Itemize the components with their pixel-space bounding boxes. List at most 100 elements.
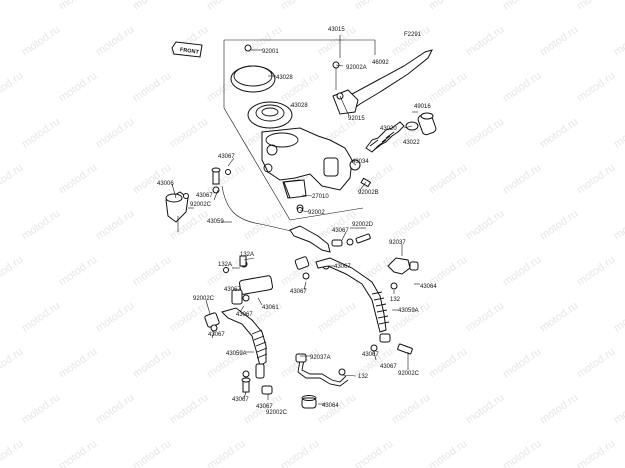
label-43064-bottom: 43064 (322, 403, 339, 409)
label-43067-bottom: 43067 (232, 397, 249, 403)
label-49016: 49016 (414, 104, 431, 110)
watermark-text: motod.ru (538, 24, 580, 59)
watermark-text: motod.ru (316, 300, 358, 335)
brake-switch (283, 179, 307, 213)
label-43015: 43015 (328, 27, 345, 33)
watermark-text: motod.ru (57, 0, 99, 12)
reservoir-cap (230, 44, 276, 93)
watermark-text: motod.ru (94, 116, 136, 151)
label-43067-joint-right: 43067 (334, 264, 351, 270)
label-92015: 92015 (348, 116, 365, 122)
label-43059A-right: 43059A (398, 308, 419, 314)
watermark-text: motod.ru (242, 208, 284, 243)
watermark-text: motod.ru (427, 346, 469, 381)
watermark-text: motod.ru (20, 24, 62, 59)
part-labels: 43015 92001 43028 43028 92002A 46092 920… (157, 27, 437, 416)
label-43067-top: 43067 (218, 154, 235, 160)
watermark-text: motod.ru (20, 208, 62, 243)
watermark-text: motod.ru (575, 0, 617, 12)
watermark-text: motod.ru (0, 254, 25, 289)
watermark-text: motod.ru (538, 208, 580, 243)
watermark-text: motod.ru (390, 300, 432, 335)
watermark-text: motod.ru (427, 162, 469, 197)
watermark-text: motod.ru (575, 438, 617, 468)
label-43067-lower-left: 43067 (236, 312, 253, 318)
label-43067-bottom-2: 43067 (256, 404, 273, 410)
front-arrow-icon: FRONT (171, 41, 203, 58)
watermark-text: motod.ru (205, 0, 247, 12)
watermark-text: motod.ru (94, 392, 136, 427)
watermark-text: motod.ru (57, 438, 99, 468)
label-43028-diaphragm: 43028 (291, 103, 308, 109)
label-43067-reservoir: 43067 (196, 193, 213, 199)
watermark-text: motod.ru (20, 392, 62, 427)
master-cylinder-body (261, 127, 353, 212)
reservoir-43006 (165, 191, 189, 232)
watermark-text: motod.ru (279, 0, 321, 12)
label-27010: 27010 (312, 194, 329, 200)
watermark-text: motod.ru (131, 438, 173, 468)
watermark-text: motod.ru (279, 346, 321, 381)
watermark-text: motod.ru (538, 392, 580, 427)
label-43020: 43020 (380, 126, 397, 132)
label-43067-right-bottom: 43067 (380, 364, 397, 370)
label-92001: 92001 (262, 49, 279, 55)
label-43059: 43059 (207, 219, 224, 225)
assembly-outline (223, 35, 376, 221)
watermark-text: motod.ru (57, 162, 99, 197)
label-43067-upper: 43067 (332, 228, 349, 234)
watermark-text: motod.ru (501, 70, 543, 105)
watermark-text: motod.ru (464, 24, 506, 59)
label-92002D: 92002D (352, 222, 374, 228)
watermark-text: motod.ru (316, 392, 358, 427)
watermark-text: motod.ru (0, 0, 25, 12)
watermark-text: motod.ru (353, 254, 395, 289)
diaphragm (247, 101, 293, 129)
watermark-text: motod.ru (20, 116, 62, 151)
label-92002A: 92002A (346, 65, 367, 71)
watermark-text: motod.ru (501, 254, 543, 289)
label-132A-top: 132A (240, 252, 254, 258)
piston-kit (349, 112, 437, 171)
watermark-text: motod.ru (575, 254, 617, 289)
label-132A-left: 132A (218, 262, 232, 268)
watermark-text: motod.ru (612, 116, 625, 151)
watermark-text: motod.ru (57, 254, 99, 289)
watermark-text: motod.ru (612, 300, 625, 335)
watermark-text: motod.ru (464, 208, 506, 243)
watermark-text: motod.ru (57, 346, 99, 381)
watermark-text: motod.ru (0, 438, 25, 468)
label-43034: 43034 (352, 159, 369, 165)
label-132-bottom: 132 (358, 374, 369, 380)
watermark-text: motod.ru (427, 70, 469, 105)
grommet-43064 (301, 395, 317, 409)
label-43061: 43061 (262, 305, 279, 311)
watermark-text: motod.ru (575, 162, 617, 197)
watermark-text: motod.ru (131, 70, 173, 105)
label-92037: 92037 (389, 240, 406, 246)
label-92002C-left: 92002C (193, 296, 215, 302)
front-label: FRONT (180, 47, 200, 56)
watermark-text: motod.ru (612, 24, 625, 59)
watermark-text: motod.ru (168, 300, 210, 335)
watermark-text: motod.ru (390, 392, 432, 427)
watermark-text: motod.ru (501, 346, 543, 381)
label-43006: 43006 (157, 181, 174, 187)
watermark-text: motod.ru (427, 0, 469, 12)
label-92002C-bottom: 92002C (266, 410, 288, 416)
watermark-text: motod.ru (575, 70, 617, 105)
hose-43059 (221, 185, 371, 253)
watermark-text: motod.ru (168, 392, 210, 427)
label-43067-joint-mid: 43067 (290, 289, 307, 295)
label-43064-top: 43064 (420, 284, 437, 290)
brake-joint (223, 255, 330, 305)
watermark-text: motod.ru (168, 116, 210, 151)
watermark-text: motod.ru (612, 392, 625, 427)
watermark-text: motod.ru (501, 0, 543, 12)
label-43028-cap: 43028 (276, 75, 293, 81)
watermark-text: motod.ru (131, 0, 173, 12)
watermark-text: motod.ru (0, 346, 25, 381)
watermark-text: motod.ru (131, 346, 173, 381)
watermark-text: motod.ru (538, 300, 580, 335)
